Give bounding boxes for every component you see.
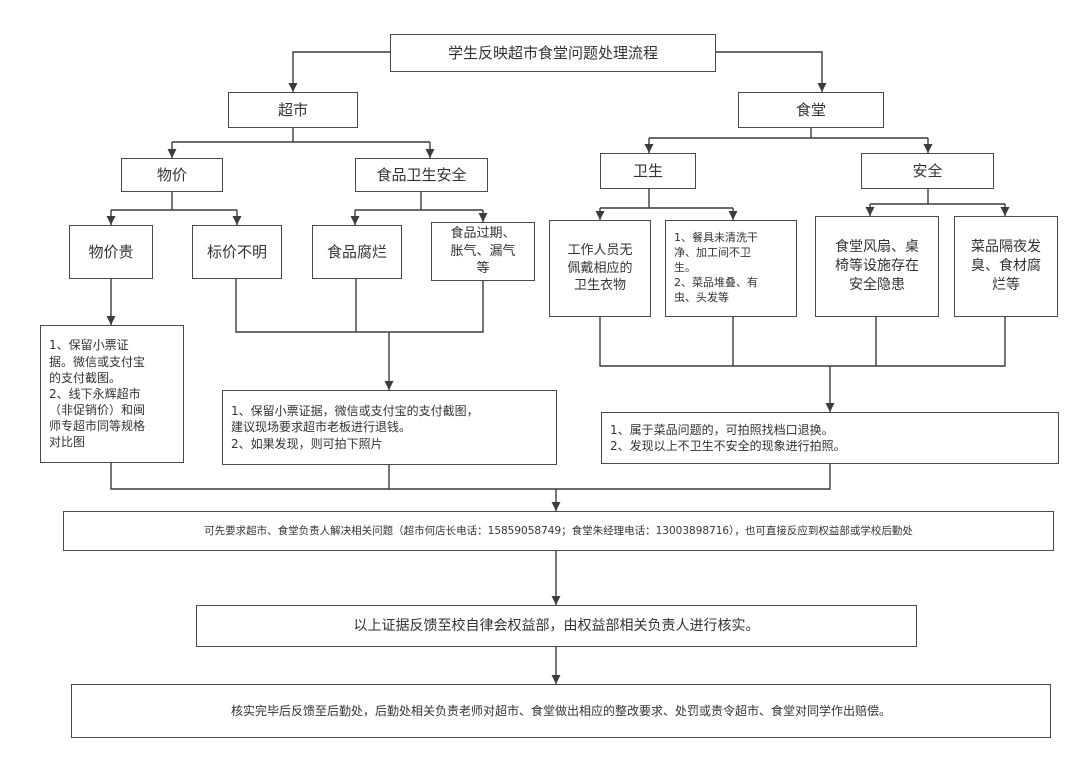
- arrowhead-21: [595, 211, 605, 220]
- node-safety-spoiled: 菜品隔夜发 臭、食材腐 烂等: [954, 216, 1058, 317]
- arrowhead-25: [865, 207, 875, 216]
- arrowhead-34: [825, 403, 835, 412]
- arrowhead-2: [817, 83, 827, 92]
- arrowhead-1: [288, 83, 298, 92]
- arrowhead-9: [644, 144, 654, 153]
- node-supermarket-action: 1、保留小票证据，微信或支付宝的支付截图， 建议现场要求超市老板进行退钱。 2、…: [222, 390, 557, 465]
- node-canteen: 食堂: [738, 92, 884, 128]
- arrowhead-18: [478, 213, 488, 222]
- arrowhead-30: [384, 381, 394, 390]
- arrowhead-14: [232, 216, 242, 225]
- connector-line-28: [235, 279, 484, 333]
- node-canteen-action: 1、属于菜品问题的，可拍照找档口退换。 2、发现以上不卫生不安全的现象进行拍照。: [601, 412, 1059, 464]
- node-final: 核实完毕后反馈至后勤处，后勤处相关负责老师对超市、食堂做出相应的整改要求、处罚或…: [71, 684, 1051, 738]
- arrowhead-27: [106, 316, 116, 325]
- node-hygiene-tableware: 1、餐具未清洗干 净、加工间不卫 生。 2、菜品堆叠、有 虫、头发等: [665, 220, 797, 317]
- arrowhead-37: [551, 502, 561, 511]
- connector-line-35: [110, 463, 831, 490]
- node-price-evidence: 1、保留小票证 据。微信或支付宝 的支付截图。 2、线下永辉超市 （非促销价）和…: [40, 325, 184, 463]
- node-hygiene-staff: 工作人员无 佩戴相应的 卫生衣物: [549, 220, 651, 317]
- arrowhead-6: [425, 149, 435, 158]
- node-hygiene: 卫生: [600, 153, 696, 189]
- node-food-rotten: 食品腐烂: [312, 225, 402, 279]
- arrowhead-5: [167, 149, 177, 158]
- arrowhead-26: [1000, 207, 1010, 216]
- node-food-expired: 食品过期、 胀气、漏气 等: [431, 222, 535, 281]
- node-verify: 以上证据反馈至校自律会权益部，由权益部相关负责人进行核实。: [196, 605, 917, 647]
- node-price-expensive: 物价贵: [69, 225, 153, 279]
- node-safety: 安全: [861, 153, 994, 189]
- arrowhead-22: [728, 211, 738, 220]
- node-food-safety: 食品卫生安全: [355, 158, 488, 192]
- node-price: 物价: [121, 158, 223, 192]
- arrowhead-13: [106, 216, 116, 225]
- connector-line-31: [599, 317, 1006, 367]
- arrowhead-10: [923, 144, 933, 153]
- node-supermarket: 超市: [228, 92, 358, 128]
- connector-line-1: [292, 51, 390, 92]
- arrowhead-38: [551, 596, 561, 605]
- arrowhead-39: [551, 675, 561, 684]
- node-contact: 可先要求超市、食堂负责人解决相关问题（超市何店长电话：15859058749；食…: [63, 511, 1054, 551]
- node-safety-facilities: 食堂风扇、桌 椅等设施存在 安全隐患: [815, 216, 939, 317]
- node-price-unclear: 标价不明: [192, 225, 282, 279]
- node-title: 学生反映超市食堂问题处理流程: [390, 34, 716, 72]
- connector-line-2: [716, 51, 823, 92]
- arrowhead-17: [350, 216, 360, 225]
